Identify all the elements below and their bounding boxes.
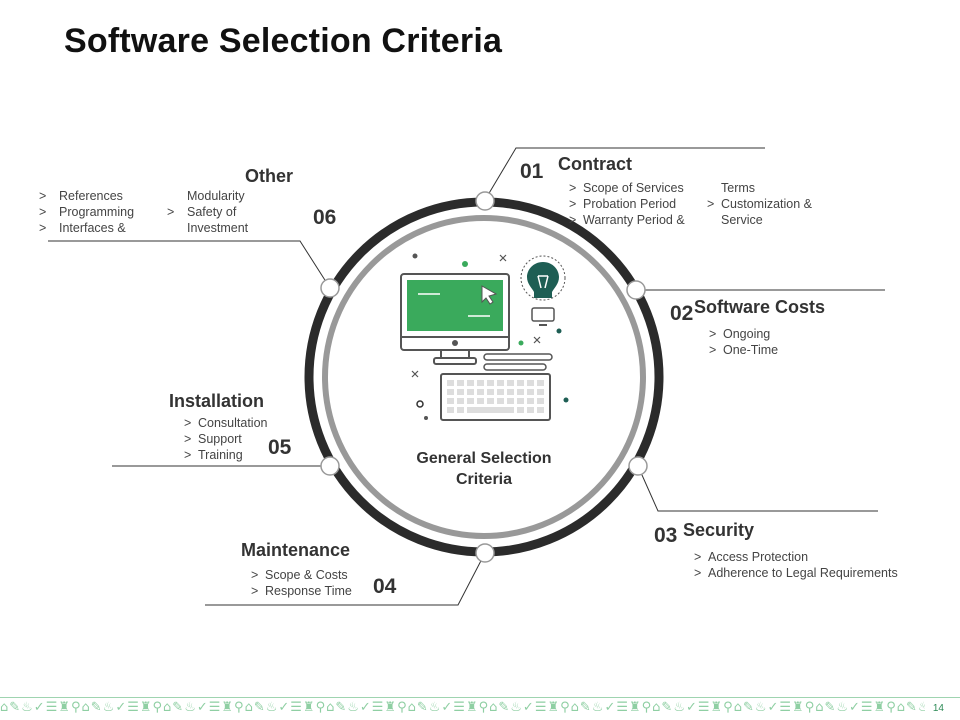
section-heading-installation: Installation <box>169 391 265 411</box>
list-item: >References <box>39 189 123 203</box>
lightbulb-icon <box>520 255 566 326</box>
list-item: >Safety of <box>167 205 237 219</box>
ring-nodes <box>320 191 648 563</box>
list-item: Terms <box>721 181 756 195</box>
center-label-line-1: General Selection <box>416 450 552 467</box>
contract-list-col2: Terms >Customization & Service <box>707 180 812 228</box>
section-number-04: 04 <box>373 575 397 598</box>
other-list-col2: Modularity >Safety of Investment <box>167 188 248 236</box>
list-item: Modularity <box>187 189 245 203</box>
footer-decorative-pattern: ⌂✎♨✓☰♜⚲⌂✎♨✓☰♜⚲⌂✎♨✓☰♜⚲⌂✎♨✓☰♜⚲⌂✎♨✓☰♜⚲⌂✎♨✓☰… <box>0 700 925 715</box>
list-item: >Support <box>184 432 242 446</box>
list-item: >Customization & <box>707 197 813 211</box>
node-03 <box>628 456 648 476</box>
maintenance-list: >Scope & Costs >Response Time <box>251 567 352 599</box>
list-item: >Interfaces & <box>39 221 126 235</box>
sparkle-decorations <box>411 253 569 420</box>
other-list-col1: >References >Programming >Interfaces & <box>39 188 134 236</box>
list-item: >Adherence to Legal Requirements <box>694 566 898 580</box>
list-item: >Training <box>184 448 243 462</box>
section-heading-maintenance: Maintenance <box>241 540 351 560</box>
connector-06 <box>48 240 331 289</box>
section-heading-software-costs: Software Costs <box>694 297 826 317</box>
list-item: >Probation Period <box>569 197 677 211</box>
list-item: >Scope of Services <box>569 181 684 195</box>
section-heading-other: Other <box>245 166 294 186</box>
list-item: >Consultation <box>184 416 268 430</box>
security-list: >Access Protection >Adherence to Legal R… <box>694 549 898 581</box>
list-item: Service <box>721 213 763 227</box>
list-item: >Access Protection <box>694 550 809 564</box>
list-item: >Programming <box>39 205 135 219</box>
computer-icon <box>400 273 553 421</box>
installation-list: >Consultation >Support >Training <box>184 415 268 463</box>
page-number: 14 <box>932 703 944 714</box>
section-heading-security: Security <box>683 520 755 540</box>
section-number-01: 01 <box>520 160 544 183</box>
connector-04 <box>205 552 486 606</box>
node-01 <box>475 191 495 211</box>
footer-divider <box>0 697 960 698</box>
node-04 <box>475 543 495 563</box>
section-number-06: 06 <box>313 206 337 229</box>
list-item: >Warranty Period & <box>569 213 685 227</box>
section-number-02: 02 <box>670 302 694 325</box>
list-item: >Scope & Costs <box>251 568 348 582</box>
node-05 <box>320 456 340 476</box>
software-costs-list: >Ongoing >One-Time <box>709 326 778 358</box>
node-02 <box>626 280 646 300</box>
list-item: Investment <box>187 221 249 235</box>
list-item: >Ongoing <box>709 327 771 341</box>
connector-03 <box>637 465 878 512</box>
section-number-05: 05 <box>268 436 292 459</box>
center-label-line-2: Criteria <box>455 471 513 488</box>
center-label: General Selection Criteria <box>394 448 574 490</box>
connector-01 <box>484 147 765 201</box>
section-heading-contract: Contract <box>558 154 633 174</box>
list-item: >One-Time <box>709 343 779 357</box>
section-number-03: 03 <box>654 524 678 547</box>
list-item: >Response Time <box>251 584 352 598</box>
page-title: Software Selection Criteria <box>64 22 503 60</box>
contract-list-col1: >Scope of Services >Probation Period >Wa… <box>569 180 685 228</box>
connector-lines <box>48 147 885 606</box>
inner-ring <box>322 215 646 539</box>
node-06 <box>320 278 340 298</box>
